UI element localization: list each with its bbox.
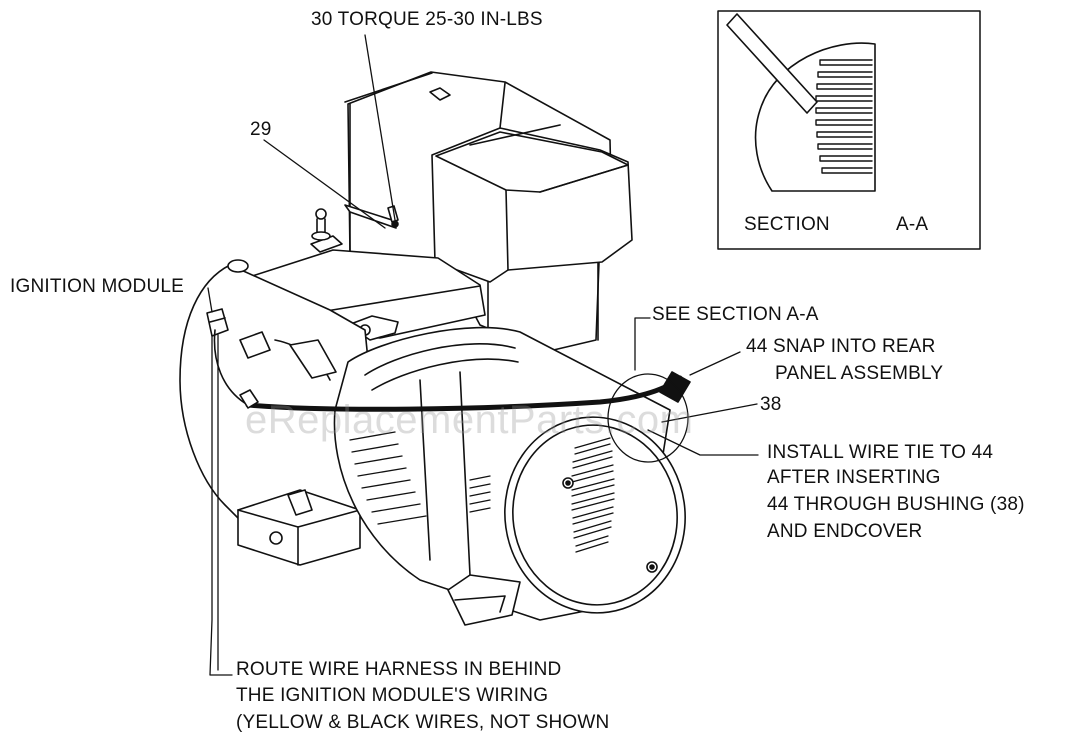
section-wire-tie <box>726 13 818 114</box>
part-38-callout: 38 <box>760 394 782 415</box>
end-cover <box>504 416 686 614</box>
see-section-callout: SEE SECTION A-A <box>652 304 819 325</box>
section-a-a-inset <box>717 10 981 250</box>
route-harness-line-3: (YELLOW & BLACK WIRES, NOT SHOWN <box>236 712 610 733</box>
snap-44-callout: 44 SNAP INTO REAR <box>746 336 936 357</box>
install-tie-line-1: INSTALL WIRE TIE TO 44 <box>767 442 994 463</box>
install-tie-line-4: AND ENDCOVER <box>767 521 923 542</box>
leader-install <box>647 429 759 456</box>
cooling-fins <box>349 431 427 525</box>
engine-block <box>344 71 633 353</box>
route-harness-line-2: THE IGNITION MODULE'S WIRING <box>236 685 549 706</box>
leader-route-a <box>209 334 233 676</box>
leader-38 <box>661 403 758 423</box>
wire-harness-44 <box>213 329 691 463</box>
leader-see-section <box>634 317 651 371</box>
engine-crankcase <box>179 259 381 566</box>
air-cleaner-box <box>431 127 633 283</box>
section-vent-slats <box>815 59 873 174</box>
watermark: eReplacementParts.com <box>245 398 694 442</box>
leader-torque <box>364 34 396 221</box>
section-a-a-marker <box>607 373 689 463</box>
panel-assembly-callout: PANEL ASSEMBLY <box>775 363 944 384</box>
leader-lines <box>207 34 759 676</box>
leader-ignition <box>207 287 213 313</box>
leader-29 <box>263 139 386 229</box>
ignition-module <box>206 308 229 337</box>
leader-44 <box>689 351 741 376</box>
ignition-module-callout: IGNITION MODULE <box>10 276 185 297</box>
torque-callout: 30 TORQUE 25-30 IN-LBS <box>311 9 543 30</box>
install-tie-line-3: 44 THROUGH BUSHING (38) <box>767 494 1025 515</box>
alternator-body <box>333 326 686 626</box>
section-word: SECTION <box>744 214 830 235</box>
alternator-foot <box>447 574 521 626</box>
end-cover-vents <box>571 437 615 553</box>
install-tie-line-2: AFTER INSERTING <box>767 467 941 488</box>
part-29-callout: 29 <box>250 119 272 140</box>
route-harness-line-1: ROUTE WIRE HARNESS IN BEHIND <box>236 659 562 680</box>
section-id: A-A <box>896 214 929 235</box>
